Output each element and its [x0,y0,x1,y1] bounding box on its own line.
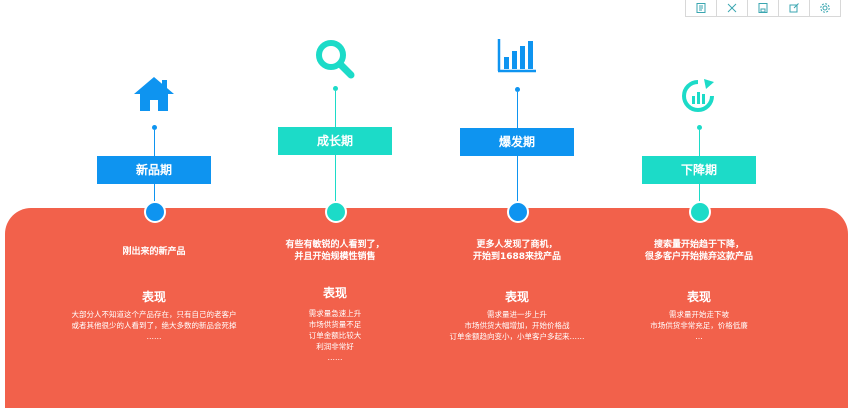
home-icon [132,74,176,118]
performance-text: 大部分人不知道这个产品存在，只有自己的老客户 或者其他很少的人看到了，绝大多数的… [71,310,237,341]
performance-text: 需求量进一步上升 市场供货大幅增加，开始价格战 订单金额趋向变小，小单客户多起来… [449,310,585,341]
stage-description: 有些有敏锐的人看到了， 并且开始规模性销售 [285,240,385,262]
stage-marker[interactable] [144,201,166,223]
stage-marker[interactable] [689,201,711,223]
stage-description: 更多人发现了商机， 开始到1688来找产品 [472,240,562,262]
chart-toolbox [685,0,841,18]
performance-text: 需求量急速上升 市场供货量不足 订单金额比较大 利润非常好 …… [308,309,362,362]
stage-label[interactable]: 爆发期 [460,128,574,156]
expand-button[interactable] [716,0,748,17]
settings-icon [820,3,830,13]
save-button[interactable] [747,0,779,17]
export-button[interactable] [778,0,810,17]
data-view-button[interactable] [685,0,717,17]
save-icon [758,3,768,13]
settings-button[interactable] [809,0,841,17]
stage-label[interactable]: 新品期 [97,156,211,184]
performance-title: 表现 [322,286,347,300]
performance-text: 需求量开始走下坡 市场供货非常充足，价格低廉 … [650,310,748,341]
expand-icon [727,3,737,13]
search-icon [314,38,356,84]
stage-marker[interactable] [507,201,529,223]
performance-title: 表现 [504,290,529,304]
refresh-icon [680,78,718,118]
stage-marker[interactable] [325,201,347,223]
stage-description: 刚出来的新产品 [122,247,186,257]
stage-description: 搜索量开始趋于下降， 很多客户开始抛弃这款产品 [644,240,753,262]
stage-label[interactable]: 成长期 [278,127,392,155]
export-icon [789,3,799,13]
performance-title: 表现 [141,290,166,304]
bar-chart-icon [497,39,537,77]
lifecycle-panel [5,208,848,408]
stage-label[interactable]: 下降期 [642,156,756,184]
data-view-icon [696,3,706,13]
performance-title: 表现 [686,290,711,304]
